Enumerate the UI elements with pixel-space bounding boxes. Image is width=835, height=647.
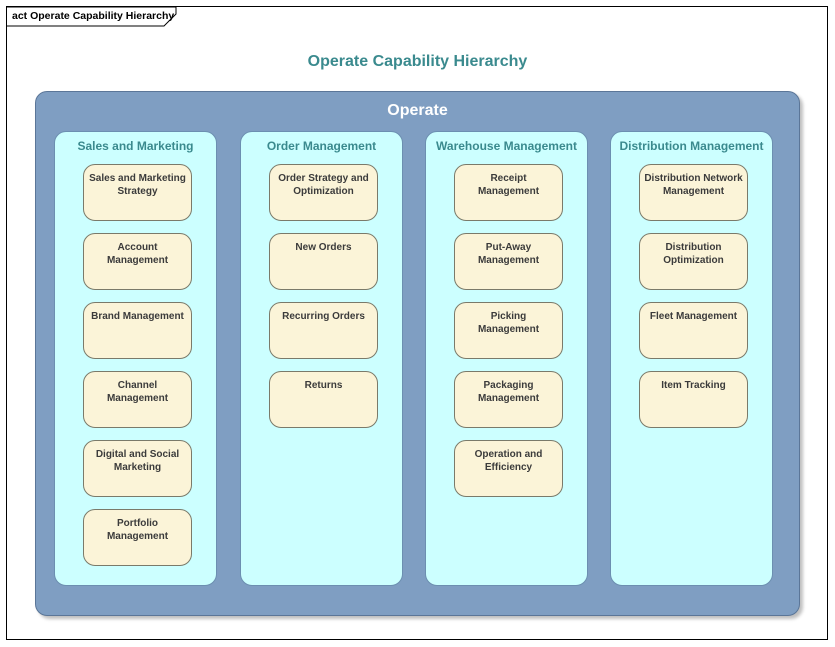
- frame-tab-shape: [7, 7, 177, 27]
- capability-box[interactable]: Picking Management: [454, 302, 563, 359]
- capability-box[interactable]: Receipt Management: [454, 164, 563, 221]
- operate-container[interactable]: Operate Sales and Marketing Sales and Ma…: [35, 91, 800, 616]
- capability-box[interactable]: Portfolio Management: [83, 509, 192, 566]
- column-title: Distribution Management: [619, 139, 764, 153]
- capability-box[interactable]: Fleet Management: [639, 302, 748, 359]
- capability-box[interactable]: Packaging Management: [454, 371, 563, 428]
- capability-box[interactable]: Digital and Social Marketing: [83, 440, 192, 497]
- column-distribution-management[interactable]: Distribution Management Distribution Net…: [610, 131, 773, 586]
- column-sales-and-marketing[interactable]: Sales and Marketing Sales and Marketing …: [54, 131, 217, 586]
- column-warehouse-management[interactable]: Warehouse Management Receipt Management …: [425, 131, 588, 586]
- column-title: Order Management: [266, 139, 377, 153]
- capability-box[interactable]: Item Tracking: [639, 371, 748, 428]
- operate-title: Operate: [387, 102, 448, 119]
- column-title: Warehouse Management: [436, 139, 577, 153]
- capability-box[interactable]: Sales and Marketing Strategy: [83, 164, 192, 221]
- capability-box[interactable]: Operation and Efficiency: [454, 440, 563, 497]
- capability-box[interactable]: Brand Management: [83, 302, 192, 359]
- capability-box[interactable]: Account Management: [83, 233, 192, 290]
- column-title: Sales and Marketing: [77, 139, 194, 153]
- capability-box[interactable]: Returns: [269, 371, 378, 428]
- frame-tab: act Operate Capability Hierarchy: [7, 7, 177, 27]
- capability-box[interactable]: Put-Away Management: [454, 233, 563, 290]
- column-order-management[interactable]: Order Management Order Strategy and Opti…: [240, 131, 403, 586]
- capability-box[interactable]: Order Strategy and Optimization: [269, 164, 378, 221]
- capability-box[interactable]: Recurring Orders: [269, 302, 378, 359]
- capability-box[interactable]: New Orders: [269, 233, 378, 290]
- diagram-title: Operate Capability Hierarchy: [307, 53, 528, 70]
- capability-box[interactable]: Distribution Optimization: [639, 233, 748, 290]
- frame-tab-label: act Operate Capability Hierarchy: [12, 10, 175, 22]
- capability-box[interactable]: Channel Management: [83, 371, 192, 428]
- capability-box[interactable]: Distribution Network Management: [639, 164, 748, 221]
